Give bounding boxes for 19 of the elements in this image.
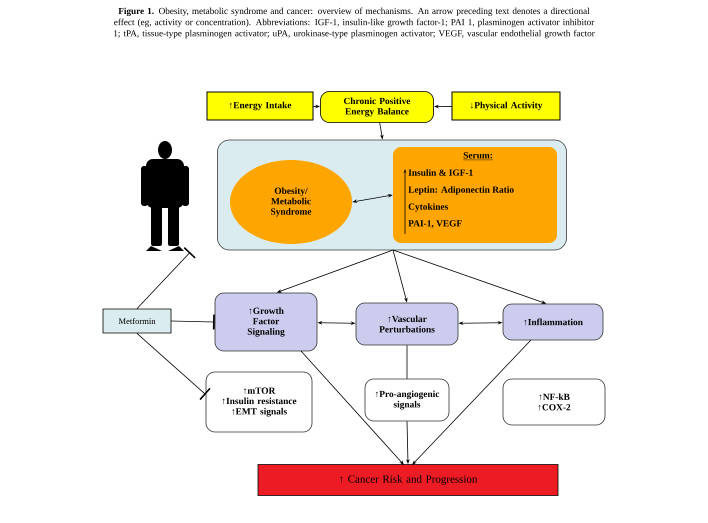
- caption: Figure 1. Obesity, metabolic syndrome and cancer: overview of mechanisms. An arrow preceding text denotes a directional effect (eg, activity or concentration). Abbreviations: IGF-1, insulin-like growth factor-1; PAI 1, plasminogen activator inhibitor 1; tPA, tissue-type plasminogen activator; uPA, urokinase-type plasminogen activator; VEGF, vascular endothelial growth factor: [114, 8, 595, 38]
- serum-box: Serum: Insulin & IGF-1 Leptin: Adiponectin Ratio Cytokines PAI-1, VEGF: [393, 147, 557, 243]
- text-box: ↑NF-kB ↑COX-2: [502, 378, 606, 426]
- drug-box: Metformin: [102, 308, 172, 334]
- person-silhouette: [141, 141, 189, 251]
- result-box: ↑ Cancer Risk and Progression: [258, 464, 558, 496]
- process-box: ↑Inflammation: [502, 304, 604, 340]
- input-box: ↑Energy Intake: [206, 92, 314, 120]
- process-box: ↑Growth Factor Signaling: [214, 292, 318, 352]
- arrow: [412, 340, 532, 465]
- text-box: ↑Pro-angiogenic signals: [364, 378, 450, 422]
- process-box: ↑Vascular Perturbations: [356, 302, 458, 346]
- ellipse-node: Obesity/ Metabolic Syndrome: [230, 160, 352, 244]
- connector-line: [406, 345, 408, 379]
- arrow: [300, 350, 404, 465]
- inhibition-line: [171, 314, 215, 330]
- process-box: Chronic Positive Energy Balance: [320, 91, 434, 123]
- text-box: ↑mTOR ↑Insulin resistance ↑EMT signals: [206, 372, 312, 432]
- input-box: ↓Physical Activity: [452, 92, 560, 120]
